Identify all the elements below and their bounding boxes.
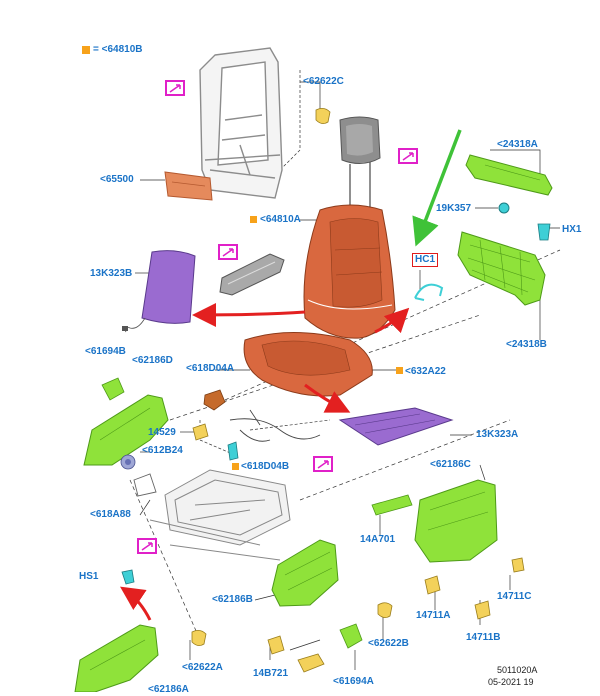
label-62186a[interactable]: <62186A <box>148 684 189 695</box>
note-icon[interactable] <box>165 80 185 96</box>
legend-text: = <64810B <box>93 44 143 55</box>
label-hx1[interactable]: HX1 <box>562 224 582 235</box>
label-14711b[interactable]: 14711B <box>466 632 501 643</box>
ref-marker <box>396 367 403 374</box>
label-61694a[interactable]: <61694A <box>333 676 374 687</box>
armrest <box>219 253 285 296</box>
label-632a22[interactable]: <632A22 <box>405 366 446 377</box>
shield-62186d <box>83 394 169 466</box>
switch-14711c <box>511 557 525 573</box>
module-14a701 <box>371 494 413 516</box>
module-14b721 <box>267 635 285 655</box>
label-14b721[interactable]: 14B721 <box>253 668 289 679</box>
label-24318b[interactable]: <24318B <box>506 339 547 350</box>
label-65500[interactable]: <65500 <box>100 174 134 185</box>
label-62186b[interactable]: <62186B <box>212 594 253 605</box>
ref-marker <box>232 463 239 470</box>
footer-date: 05-2021 19 <box>488 677 534 687</box>
clip-62622a <box>191 630 207 646</box>
note-icon[interactable] <box>398 148 418 164</box>
label-62622b[interactable]: <62622B <box>368 638 409 649</box>
shield-62186b <box>271 539 339 607</box>
label-19k357[interactable]: 19K357 <box>436 203 472 214</box>
connector-618d04a <box>203 389 226 411</box>
label-13k323b[interactable]: 13K323B <box>90 268 133 279</box>
label-hc1[interactable]: HC1 <box>412 253 439 267</box>
label-14529[interactable]: 14529 <box>148 427 176 438</box>
seat-track-frame <box>149 469 291 561</box>
label-64810a[interactable]: <64810A <box>260 214 301 225</box>
label-24318a[interactable]: <24318A <box>497 139 538 150</box>
label-612b24[interactable]: <612B24 <box>142 445 183 456</box>
label-62186d[interactable]: <62186D <box>132 355 173 366</box>
bracket-61694b <box>101 377 125 401</box>
bracket-61694a <box>339 623 363 649</box>
side-panel-24318b <box>457 231 546 306</box>
clip-62622c <box>315 108 331 124</box>
seat-back-frame <box>199 47 283 199</box>
label-62186c[interactable]: <62186C <box>430 459 471 470</box>
switch-14711a <box>424 575 441 595</box>
label-14711a[interactable]: 14711A <box>416 610 451 621</box>
note-icon[interactable] <box>313 456 333 472</box>
heater-mat-13k323b <box>122 250 196 333</box>
footer-code: 5011020A <box>497 665 538 675</box>
relay-14529 <box>192 423 209 441</box>
connector-618d04b <box>227 441 239 461</box>
heater-mat-13k323a <box>338 407 454 446</box>
label-618a88[interactable]: <618A88 <box>90 509 131 520</box>
label-61694b[interactable]: <61694B <box>85 346 126 357</box>
label-62622a[interactable]: <62622A <box>182 662 223 673</box>
sensor-19k357 <box>498 202 510 214</box>
motor-612b24 <box>120 454 136 470</box>
shield-62186c <box>414 479 498 563</box>
connector-hx1 <box>537 223 551 241</box>
label-618d04b[interactable]: <618D04B <box>241 461 290 472</box>
shield-62186a <box>74 624 159 692</box>
label-62622c-top[interactable]: <62622C <box>303 76 344 87</box>
side-trim-24318a <box>465 154 553 196</box>
note-icon[interactable] <box>218 244 238 260</box>
lumbar-support <box>164 171 213 201</box>
seat-cushion <box>243 332 373 397</box>
seat-back-cushion <box>303 204 396 339</box>
ref-marker <box>250 216 257 223</box>
note-icon[interactable] <box>137 538 157 554</box>
legend-swatch <box>82 46 90 54</box>
bracket-14b721 <box>297 653 325 673</box>
switch-14711b <box>474 600 491 620</box>
bracket-618a88 <box>133 473 157 497</box>
label-hs1[interactable]: HS1 <box>79 571 99 582</box>
headrest <box>339 116 381 212</box>
green-indicator-arrow <box>412 129 462 247</box>
label-14711c[interactable]: 14711C <box>497 591 532 602</box>
wiring-harness <box>229 409 321 442</box>
cable-hc1 <box>414 283 444 301</box>
callout-arrows <box>120 302 410 621</box>
connector-hs1 <box>121 569 135 585</box>
clip-62622b <box>377 602 393 618</box>
label-618d04a[interactable]: <618D04A <box>186 363 235 374</box>
label-13k323a[interactable]: 13K323A <box>476 429 519 440</box>
label-14a701[interactable]: 14A701 <box>360 534 396 545</box>
